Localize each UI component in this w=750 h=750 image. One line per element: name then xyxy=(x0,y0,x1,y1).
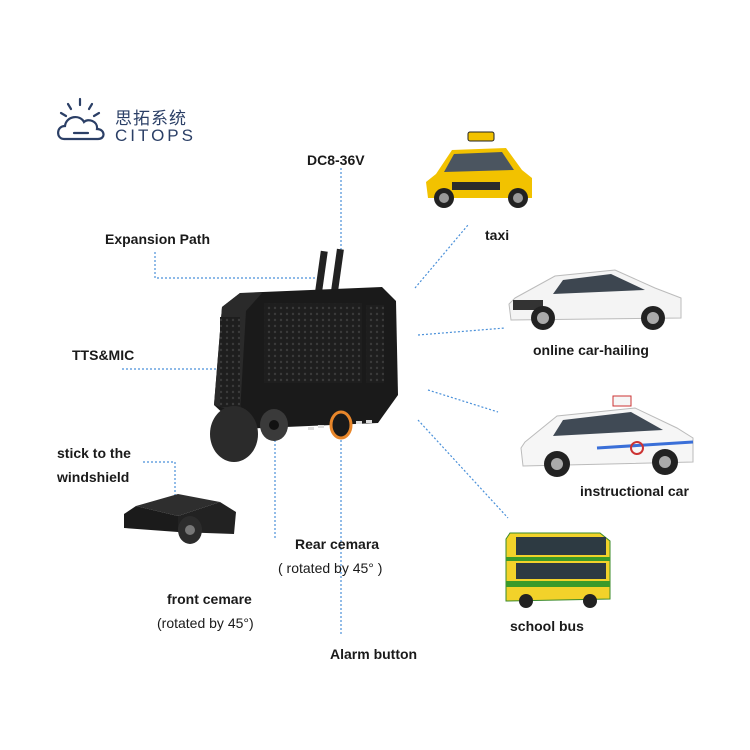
leader-line-hailing xyxy=(417,327,506,336)
vehicle-label-taxi: taxi xyxy=(485,227,510,243)
logo-english-name: CITOPS xyxy=(115,126,196,145)
stick-label-line1: stick to the xyxy=(57,445,131,461)
vehicle-label-school-bus: school bus xyxy=(510,618,584,634)
expansion-path-label: Expansion Path xyxy=(105,231,211,247)
front-camera-label-line1: front cemare xyxy=(167,591,252,607)
leader-line-instructional xyxy=(427,389,499,413)
white-sedan-image xyxy=(508,269,682,330)
leader-line-expansion xyxy=(154,252,320,279)
rear-camera-label-line1: Rear cemara xyxy=(295,536,380,552)
front-camera-label-line2: (rotated by 45°) xyxy=(157,615,254,631)
vehicle-label-instructional-car: instructional car xyxy=(580,483,689,499)
windshield-mount-device-image xyxy=(124,494,236,544)
tts-mic-label: TTS&MIC xyxy=(72,347,135,363)
vehicle-label-online-car-hailing: online car-hailing xyxy=(533,342,649,358)
taxi-car-image xyxy=(426,131,532,208)
expansion-cable xyxy=(331,248,344,292)
power-cable xyxy=(315,250,328,292)
double-decker-bus-image xyxy=(505,532,611,608)
leader-line-taxi xyxy=(414,224,469,289)
leader-line-bus xyxy=(417,419,509,519)
driving-school-car-image xyxy=(520,395,694,477)
power-label: DC8-36V xyxy=(307,152,365,168)
speaker-grille xyxy=(264,303,362,383)
camera-barrel xyxy=(210,406,258,462)
leader-line-stick xyxy=(143,461,176,495)
stick-label-line2: windshield xyxy=(57,469,130,485)
logo-chinese-name: 思拓系统 xyxy=(115,109,187,129)
alarm-button-label: Alarm button xyxy=(330,646,418,662)
cloud-sun-icon xyxy=(57,97,105,141)
dashcam-device-image xyxy=(210,248,398,462)
rear-camera-label-line2: ( rotated by 45° ) xyxy=(278,560,383,576)
alarm-button-icon xyxy=(329,410,353,440)
